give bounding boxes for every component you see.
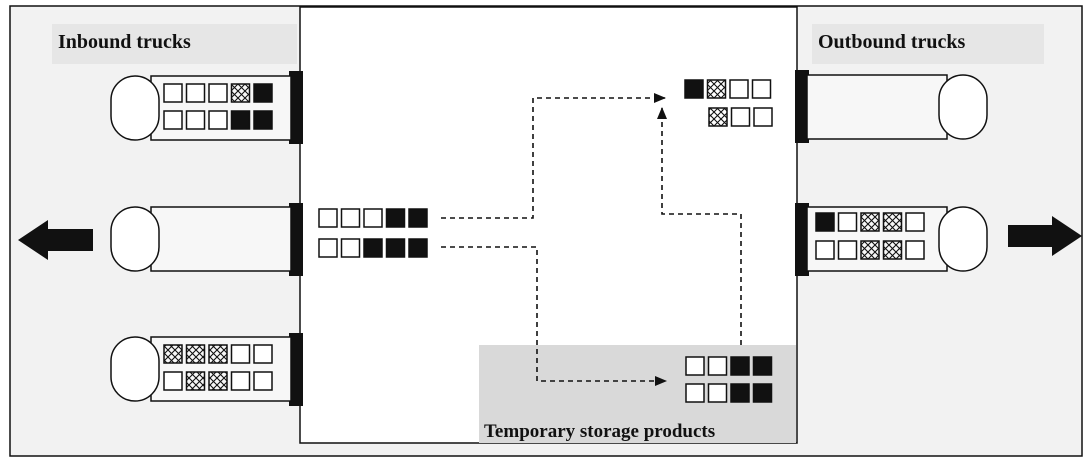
inbound-door-2 [289, 203, 303, 276]
pallet-filled [684, 79, 704, 99]
inbound-truck-3-pallets [163, 344, 273, 391]
pallet-empty [815, 240, 835, 260]
outbound-trucks-label: Outbound trucks [818, 31, 965, 53]
flow-path-to-outbound [441, 93, 666, 219]
pallet-hatched [708, 107, 728, 127]
pallet-empty [837, 212, 858, 232]
pallet-empty [230, 371, 251, 391]
pallet-empty [905, 240, 925, 260]
outbound-door-2 [795, 203, 809, 276]
pallet-empty [729, 79, 749, 99]
pallet-empty [685, 383, 705, 403]
storage-pallets [685, 356, 773, 403]
pallet-filled [752, 383, 773, 403]
pallet-empty [163, 371, 183, 391]
pallet-empty [730, 107, 751, 127]
pallet-filled [730, 383, 750, 403]
pallet-filled [730, 356, 750, 376]
pallet-filled [253, 83, 273, 103]
flow-path-to-storage [441, 246, 667, 386]
pallet-filled [408, 208, 428, 228]
inbound-door-3 [289, 333, 303, 406]
inbound-truck-2 [110, 206, 292, 272]
pallet-hatched [706, 79, 727, 99]
pallet-hatched [208, 344, 228, 364]
pallet-hatched [208, 371, 228, 391]
pallet-empty [185, 83, 206, 103]
pallet-hatched [882, 240, 903, 260]
flow-path-storage-to-outbound [657, 107, 742, 345]
pallet-filled [408, 238, 428, 258]
outbound-label-band [812, 24, 1044, 64]
arrow-left-icon [18, 220, 93, 260]
pallet-filled [385, 208, 406, 228]
inbound-door-1 [289, 71, 303, 144]
inbound-truck-1-pallets [163, 83, 273, 130]
pallet-filled [385, 238, 406, 258]
pallet-empty [340, 208, 361, 228]
temporary-storage-label: Temporary storage products [484, 421, 715, 442]
pallet-empty [163, 83, 183, 103]
pallet-empty [253, 344, 273, 364]
pallet-empty [751, 79, 772, 99]
pallet-empty [185, 110, 206, 130]
pallet-empty [230, 344, 251, 364]
pallet-hatched [860, 240, 880, 260]
arrow-right-icon [1008, 216, 1082, 256]
pallet-empty [707, 356, 728, 376]
pallet-empty [905, 212, 925, 232]
pallet-empty [837, 240, 858, 260]
unloaded-pallets [318, 208, 428, 258]
pallet-filled [815, 212, 835, 232]
outbound-truck-2-pallets [815, 212, 925, 260]
inbound-label-band [52, 24, 297, 64]
pallet-empty [318, 238, 338, 258]
pallet-empty [208, 110, 228, 130]
pallet-hatched [185, 371, 206, 391]
outbound-staged-pallets [684, 79, 773, 127]
pallet-filled [230, 110, 251, 130]
pallet-empty [208, 83, 228, 103]
pallet-hatched [163, 344, 183, 364]
pallet-empty [753, 107, 773, 127]
inbound-trucks-label: Inbound trucks [58, 31, 191, 53]
pallet-hatched [185, 344, 206, 364]
pallet-empty [253, 371, 273, 391]
pallet-filled [253, 110, 273, 130]
pallet-filled [363, 238, 383, 258]
pallet-hatched [882, 212, 903, 232]
pallet-hatched [860, 212, 880, 232]
pallet-empty [340, 238, 361, 258]
pallet-empty [163, 110, 183, 130]
pallet-empty [707, 383, 728, 403]
pallet-hatched [230, 83, 251, 103]
outbound-door-1 [795, 70, 809, 143]
pallet-empty [363, 208, 383, 228]
outbound-truck-1 [806, 74, 988, 140]
pallet-empty [685, 356, 705, 376]
pallet-filled [752, 356, 773, 376]
pallet-empty [318, 208, 338, 228]
